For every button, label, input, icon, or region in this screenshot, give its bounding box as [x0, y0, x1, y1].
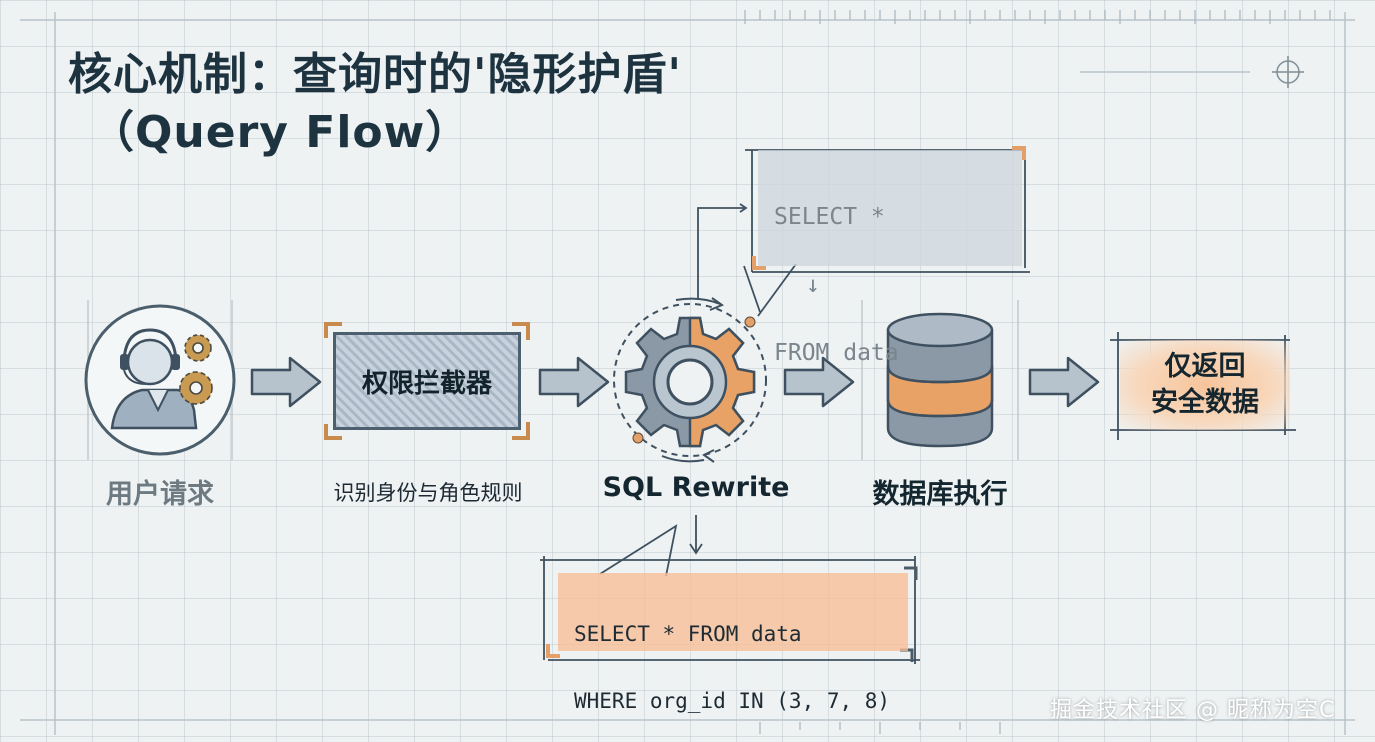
- page-title: 核心机制：查询时的'隐形护盾' （Query Flow）: [68, 46, 682, 162]
- user-request-label: 用户请求: [106, 479, 214, 510]
- user-node: [84, 300, 236, 460]
- interceptor-caption: 识别身份与角色规则: [333, 481, 523, 505]
- safe-data-result: 仅返回 安全数据: [1120, 340, 1290, 430]
- arrow-right-icon: [783, 356, 855, 408]
- watermark: 掘金技术社区 @ 昵称为空C: [1050, 698, 1336, 723]
- gear-icon: [613, 297, 767, 463]
- arrow-right-icon: [538, 356, 610, 408]
- rewrite-output-connector: [540, 515, 920, 664]
- rewritten-query-box: SELECT * FROM data WHERE org_id IN (3, 7…: [558, 573, 908, 713]
- arrow-right-icon: [1028, 356, 1100, 408]
- query-box-corner-marks: [546, 644, 560, 658]
- ruler-ticks: [744, 10, 1331, 734]
- title-line-1: 核心机制：查询时的'隐形护盾': [68, 49, 682, 100]
- original-query-box: SELECT * ↓ FROM data: [758, 150, 1022, 366]
- database-execute-label: 数据库执行: [872, 479, 1008, 510]
- crosshair-icon: [1272, 56, 1304, 88]
- original-query-line-2: FROM data: [774, 340, 899, 366]
- database-icon: [861, 300, 1019, 460]
- down-arrow-icon: ↓: [806, 272, 820, 298]
- arrow-right-icon: [250, 356, 322, 408]
- result-line-2: 安全数据: [1151, 387, 1259, 418]
- gate-corner-marks: [324, 322, 530, 440]
- permission-interceptor-box: 权限拦截器: [333, 332, 521, 430]
- permission-interceptor-label: 权限拦截器: [361, 368, 492, 399]
- code-box-corner-marks: [752, 146, 1026, 270]
- rewritten-query-line-1: SELECT * FROM data: [574, 622, 802, 646]
- rewritten-query-line-2: WHERE org_id IN (3, 7, 8): [574, 689, 891, 713]
- user-headset-icon: [110, 328, 198, 430]
- gears-icon: [179, 334, 213, 405]
- title-line-2: （Query Flow）: [90, 107, 471, 158]
- frame-lines: [20, 12, 1355, 735]
- sql-rewrite-label: SQL Rewrite: [602, 472, 790, 503]
- result-line-1: 仅返回: [1164, 351, 1246, 382]
- original-query-line-1: SELECT *: [774, 204, 885, 230]
